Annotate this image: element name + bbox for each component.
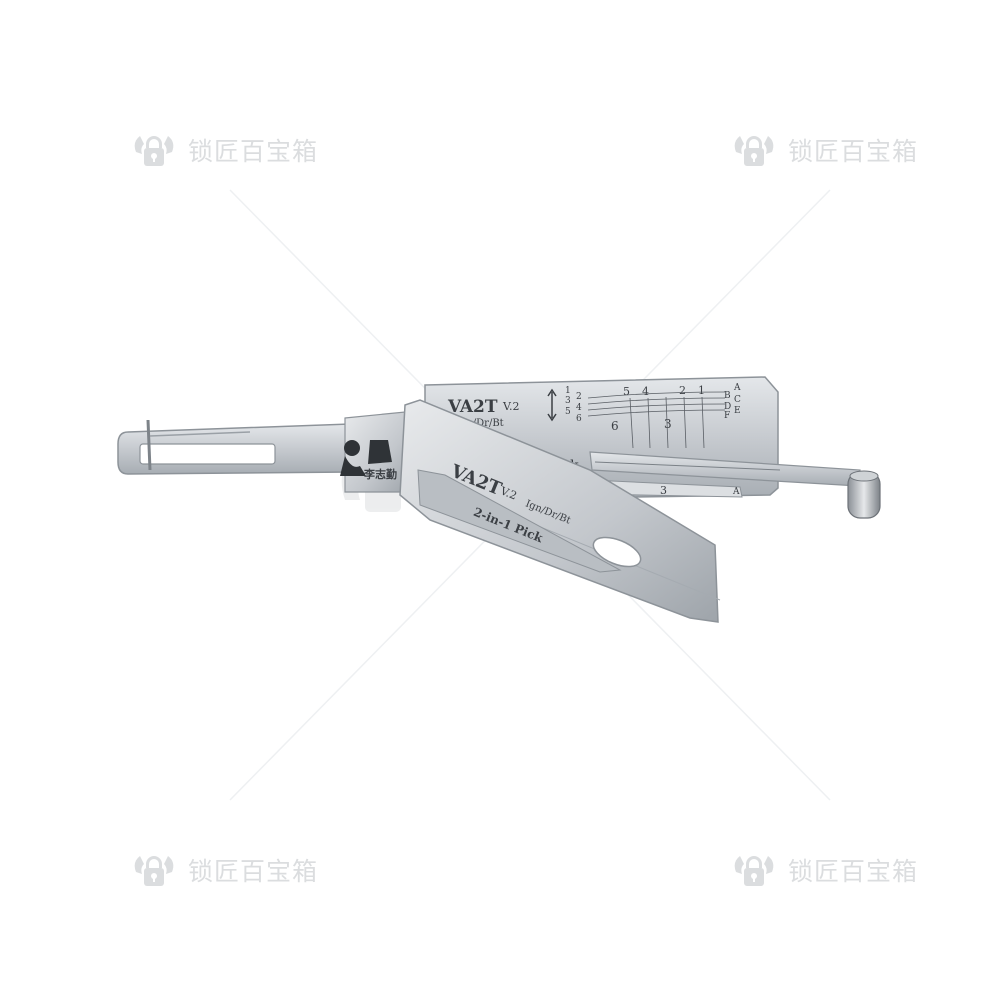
right-letter: E xyxy=(734,406,741,416)
upper-model-label: VA2T xyxy=(447,397,498,417)
left-number: 6 xyxy=(576,414,582,424)
lock-shield-logo-icon xyxy=(734,136,774,166)
watermark-top-right: 锁匠百宝箱 xyxy=(728,130,918,170)
handle-mark: 李志勤 xyxy=(363,467,397,481)
lock-shield-logo-icon xyxy=(134,856,174,886)
left-number: 1 xyxy=(565,386,571,396)
right-letter: D xyxy=(724,402,731,412)
right-letter: B xyxy=(724,391,731,401)
front-pick-blade: VA2T V.2 Ign/Dr/Bt 2-in-1 Pick xyxy=(399,399,721,623)
left-number: 4 xyxy=(576,403,582,413)
top-number: 5 xyxy=(623,385,630,398)
top-number: 4 xyxy=(642,385,649,398)
watermark-text: 锁匠百宝箱 xyxy=(788,137,919,166)
watermark-text: 锁匠百宝箱 xyxy=(188,137,319,166)
left-number: 2 xyxy=(576,392,582,402)
right-letter: C xyxy=(734,395,741,405)
watermark-top-left: 锁匠百宝箱 xyxy=(128,130,318,170)
top-number: 2 xyxy=(679,384,686,397)
pick-number: 3 xyxy=(660,484,667,497)
left-number: 5 xyxy=(565,407,571,417)
depth-gauge-lines xyxy=(587,391,726,449)
watermark-text: 锁匠百宝箱 xyxy=(788,857,919,886)
upper-usage-label: Ign/Dr/Bt xyxy=(456,418,504,429)
lock-shield-logo-icon xyxy=(134,136,174,166)
handle-slot xyxy=(139,443,276,465)
pick-letter: A xyxy=(732,487,740,497)
watermark-bottom-left: 锁匠百宝箱 xyxy=(128,850,318,890)
tension-handle: 李志勤 xyxy=(117,411,411,493)
slider-pin xyxy=(146,419,152,471)
upper-version-label: V.2 xyxy=(502,400,520,413)
blade-hole xyxy=(592,536,642,568)
lower-number: 3 xyxy=(664,417,672,431)
engraved-figure-logo xyxy=(340,440,392,476)
top-number: 1 xyxy=(698,384,705,397)
watermark-text: 锁匠百宝箱 xyxy=(188,857,319,886)
watermark-bottom-right: 锁匠百宝箱 xyxy=(728,850,918,890)
lower-number: 6 xyxy=(611,419,619,433)
right-letter: A xyxy=(733,383,741,393)
left-number: 3 xyxy=(565,396,571,406)
lock-shield-logo-icon xyxy=(734,856,774,886)
front-version-label: V.2 xyxy=(498,484,519,503)
roller-knob xyxy=(847,470,881,519)
right-letter: F xyxy=(724,411,730,421)
